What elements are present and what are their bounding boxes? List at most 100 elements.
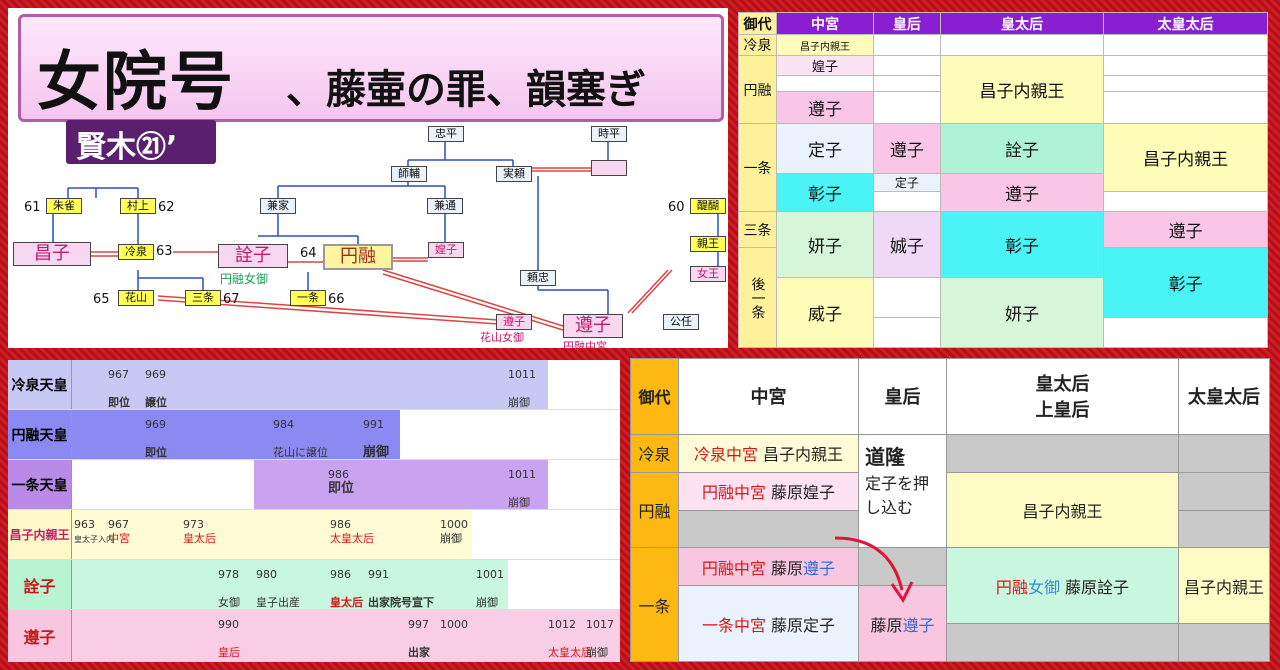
t2-cell: 円融中宮 藤原遵子 — [678, 547, 859, 587]
node-enyu: 円融 — [323, 244, 393, 270]
t2-era-reizei: 冷泉 — [630, 433, 679, 473]
t1-cell: 彰子 — [775, 173, 875, 212]
t1-header-taikotaigo: 太皇太后 — [1103, 12, 1268, 35]
node-suzaku: 朱雀 — [46, 198, 82, 214]
t2-header-chugu: 中宮 — [678, 358, 859, 435]
node-koshi: 媓子 — [428, 242, 464, 258]
node-shinno: 親王 — [690, 236, 726, 252]
t1-cell: 彰子 — [1103, 247, 1268, 318]
label-enyu-nyogo: 円融女御 — [220, 272, 269, 286]
t1-cell: 娍子 — [873, 211, 941, 278]
t1-cell: 昌子内親王 — [775, 34, 875, 56]
node-tsuneko: 遵子 — [496, 314, 532, 330]
bar — [254, 460, 548, 509]
node-junshi: 遵子 — [563, 314, 623, 338]
t2-note-cell: 道隆定子を押し込む — [858, 433, 947, 549]
t1-cell: 彰子 — [939, 211, 1105, 278]
node-murakami: 村上 — [120, 198, 156, 214]
node-morosuke: 師輔 — [391, 166, 427, 182]
node-kanemichi: 兼通 — [427, 198, 463, 214]
t1-era-reizei: 冷泉 — [738, 34, 777, 56]
bar — [72, 560, 508, 609]
row-label: 一条天皇 — [8, 460, 72, 509]
t1-header-kogo: 皇后 — [873, 12, 941, 35]
t1-header-chugu: 中宮 — [775, 12, 875, 35]
num-66: 66 — [328, 292, 345, 307]
row-label: 冷泉天皇 — [8, 360, 72, 409]
t1-cell: 昌子内親王 — [1103, 123, 1268, 192]
node-joou: 女王 — [690, 266, 726, 282]
arrow-icon — [834, 536, 914, 603]
mark: 1000 — [440, 618, 468, 631]
t2-cell: 円融女御 藤原詮子 — [946, 547, 1179, 625]
num-64: 64 — [300, 246, 317, 261]
num-63: 63 — [156, 244, 173, 259]
t1-era-ichijo: 一条 — [738, 123, 777, 212]
page-subtitle: 、藤壷の罪、韻塞ぎ — [286, 67, 646, 113]
node-ichijo: 一条 — [290, 290, 326, 306]
num-62: 62 — [158, 200, 175, 215]
t1-cell: 媓子 — [775, 55, 875, 76]
page-title: 女院号 — [37, 46, 235, 120]
node-reizei: 冷泉 — [118, 244, 154, 260]
t2-era-ichijo: 一条 — [630, 547, 679, 662]
row-label: 遵子 — [8, 610, 72, 661]
node-saneyori: 実頼 — [496, 166, 532, 182]
node-kinto: 公任 — [663, 314, 699, 330]
t1-cell: 遵子 — [775, 91, 875, 124]
t2-cell: 昌子内親王 — [1178, 547, 1270, 625]
t1-cell: 定子 — [775, 123, 875, 174]
t2-era-enyu: 円融 — [630, 471, 679, 549]
family-tree-panel: 女院号 、藤壷の罪、韻塞ぎ 賢木㉑’ — [8, 8, 728, 348]
node-yoritada: 頼忠 — [520, 270, 556, 286]
bar — [72, 510, 472, 559]
node-kaneie: 兼家 — [260, 198, 296, 214]
row-label: 詮子 — [8, 560, 72, 609]
node-jihei: 時平 — [591, 126, 627, 142]
t1-era-enyu: 円融 — [738, 55, 777, 124]
t2-header-kogo: 皇后 — [858, 358, 947, 435]
t2-cell: 一条中宮 藤原定子 — [678, 585, 859, 662]
tree-lines — [52, 140, 719, 331]
num-60: 60 — [668, 200, 685, 215]
label-kazan-nyogo: 花山女御 — [480, 331, 524, 344]
empress-table-1: 御代中宮皇后皇太后太皇太后 冷泉昌子内親王 円融媓子昌子内親王 遵子 一条定子遵… — [738, 12, 1268, 348]
t1-cell: 定子 — [873, 173, 941, 192]
t1-era-sanjo: 三条 — [738, 211, 777, 248]
node-daigo: 醍醐 — [690, 198, 726, 214]
num-61: 61 — [24, 200, 41, 215]
bar — [72, 610, 620, 661]
empress-table-2: 御代 中宮 皇后 皇太后 上皇后 太皇太后 冷泉 冷泉中宮 昌子内親王 道隆定子… — [630, 358, 1270, 662]
label-enyu-chugu: 円融中宮 — [563, 340, 607, 348]
t1-header-kotaigo: 皇太后 — [939, 12, 1105, 35]
node-blank — [591, 160, 627, 176]
t2-header-taikotaigo: 太皇太后 — [1178, 358, 1270, 435]
num-67: 67 — [223, 292, 240, 307]
bar — [72, 410, 400, 459]
t1-cell: 妍子 — [939, 277, 1105, 348]
t1-cell: 遵子 — [939, 173, 1105, 212]
t1-cell: 威子 — [775, 277, 875, 348]
